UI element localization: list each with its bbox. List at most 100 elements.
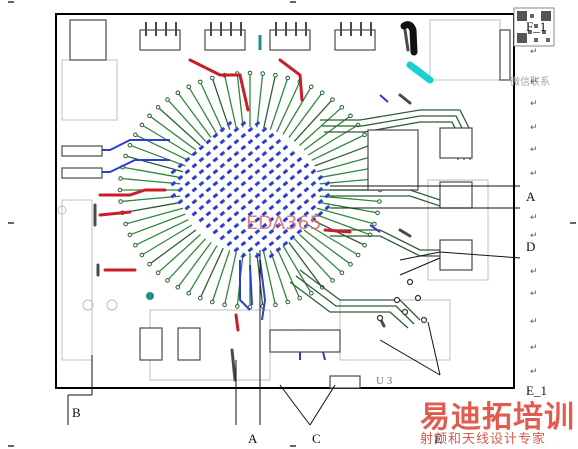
bga-dot	[212, 180, 219, 187]
fanout-via	[260, 71, 266, 76]
return-mark: ↵	[530, 343, 538, 353]
bga-dot	[261, 150, 268, 157]
bga-dot	[226, 132, 233, 139]
fanout-via	[330, 278, 335, 283]
board-watermark: EDA365	[246, 212, 322, 234]
bga-dot	[170, 180, 177, 187]
bga-dot	[254, 252, 261, 259]
bga-dot	[268, 180, 275, 187]
bga-blue-dot-field	[170, 120, 331, 259]
bga-dot	[198, 216, 205, 223]
fanout-via	[165, 278, 170, 283]
fanout-trace	[199, 81, 224, 133]
bga-dot	[170, 168, 177, 175]
bga-dot	[268, 228, 275, 235]
label-f1-top: F_1	[526, 19, 547, 34]
return-mark: ↵	[530, 77, 538, 87]
bga-dot	[198, 168, 205, 175]
bga-dot	[226, 192, 233, 199]
fanout-trace	[236, 73, 244, 128]
bga-dot	[247, 246, 254, 253]
fanout-via	[285, 299, 291, 305]
bga-dot	[240, 216, 247, 223]
bga-dot	[275, 246, 282, 253]
bga-dot	[317, 174, 324, 181]
bga-dot	[289, 210, 296, 217]
bga-dot	[282, 144, 289, 151]
bga-dot	[268, 192, 275, 199]
fanout-trace	[157, 234, 201, 274]
bga-dot	[289, 186, 296, 193]
bga-dot	[191, 210, 198, 217]
bga-dot	[268, 252, 275, 259]
return-mark: ↵	[530, 289, 538, 299]
bga-dot	[212, 204, 219, 211]
bga-dot	[317, 198, 324, 205]
fanout-trace	[263, 251, 277, 305]
fanout-trace	[177, 242, 212, 288]
fanout-via	[155, 105, 161, 110]
bga-dot	[254, 144, 261, 151]
bga-dot	[261, 126, 268, 133]
fanout-via	[362, 132, 367, 138]
bga-dot	[317, 186, 324, 193]
bga-dot	[275, 234, 282, 241]
bga-dot	[289, 222, 296, 229]
bga-dot	[233, 210, 240, 217]
bga-dot	[247, 234, 254, 241]
right-pad-blocks	[367, 127, 473, 271]
bga-dot	[247, 150, 254, 157]
bga-dot	[282, 204, 289, 211]
bga-dot	[268, 132, 275, 139]
fanout-trace	[293, 238, 333, 281]
fanout-via	[348, 261, 353, 267]
bga-dot	[275, 162, 282, 169]
fanout-via	[355, 252, 361, 258]
return-mark: ↵	[530, 317, 538, 327]
bga-dot	[296, 192, 303, 199]
bga-dot	[303, 186, 310, 193]
label-a-bottom: A	[248, 431, 258, 446]
bga-dot	[261, 222, 268, 229]
return-mark: ↵	[530, 145, 538, 155]
red-traces	[98, 58, 352, 332]
bga-dot	[303, 174, 310, 181]
fanout-trace	[149, 115, 197, 151]
bga-dot	[184, 156, 191, 163]
bga-dot	[233, 222, 240, 229]
bga-dot	[240, 168, 247, 175]
bga-dot	[247, 138, 254, 145]
fanout-via	[133, 132, 138, 138]
fanout-trace	[307, 124, 359, 156]
fanout-via	[123, 221, 128, 227]
bga-dot	[275, 174, 282, 181]
bga-dot	[240, 252, 247, 259]
fanout-trace	[316, 155, 375, 173]
bga-dot	[205, 162, 212, 169]
return-mark: ↵	[530, 267, 538, 277]
bga-dot	[261, 174, 268, 181]
bga-dot	[240, 204, 247, 211]
bga-dot	[275, 222, 282, 229]
bga-dot	[240, 144, 247, 151]
fanout-via	[210, 75, 215, 81]
fanout-via	[165, 97, 170, 102]
fanout-trace	[303, 115, 351, 151]
bga-dot	[247, 174, 254, 181]
fanout-trace	[122, 201, 182, 214]
bga-dot	[324, 204, 331, 211]
bga-dot	[219, 138, 226, 145]
bga-dot	[205, 210, 212, 217]
annotation-leaders	[67, 185, 521, 426]
fanout-trace	[307, 224, 359, 256]
fanout-trace	[236, 252, 244, 307]
return-mark: ↵	[530, 169, 538, 179]
return-mark: ↵	[530, 99, 538, 109]
bga-dot	[219, 210, 226, 217]
bga-dot	[317, 210, 324, 217]
fanout-trace	[135, 219, 189, 246]
label-e-bottom: E	[434, 431, 442, 446]
fanout-via	[198, 79, 203, 85]
bga-dot	[219, 186, 226, 193]
bga-dot	[219, 126, 226, 133]
